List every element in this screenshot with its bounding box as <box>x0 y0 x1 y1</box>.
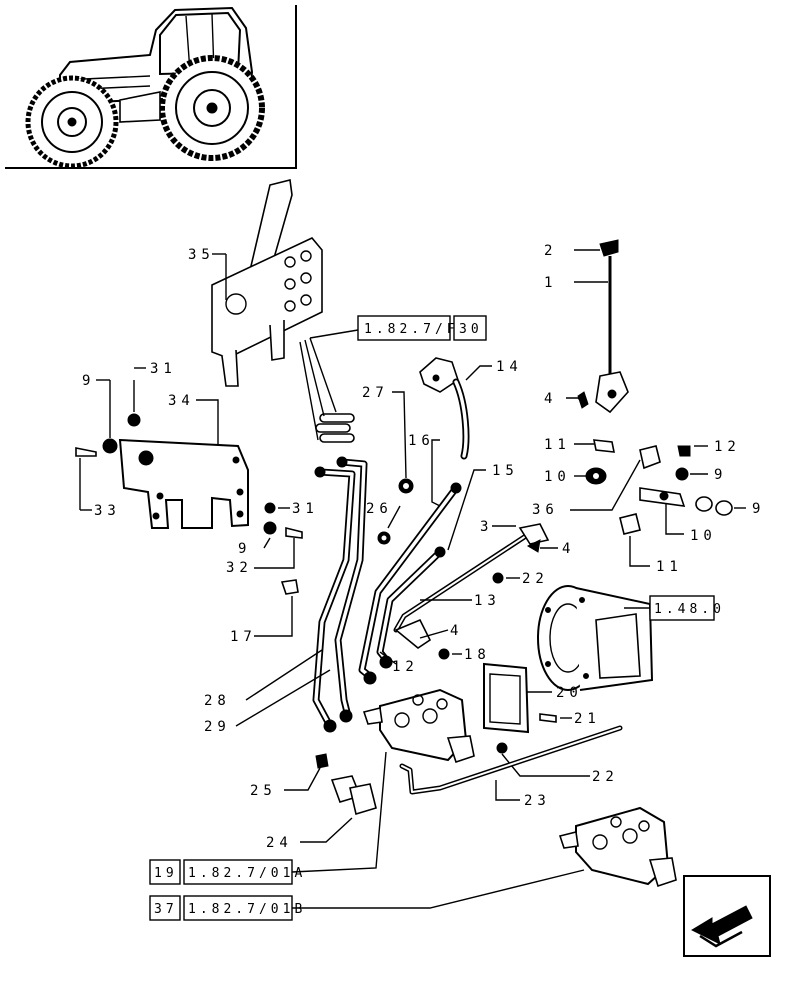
callout-labels: 2 1 4 11 10 36 12 9 9 10 11 14 27 16 15 … <box>82 243 765 809</box>
lever-plate-assembly <box>211 179 323 387</box>
spring-set <box>299 329 359 443</box>
callout-4b: 4 <box>562 541 575 557</box>
control-lever <box>595 239 629 414</box>
hydraulic-pipes <box>312 456 541 733</box>
callout-35: 35 <box>188 247 215 263</box>
callout-11: 11 <box>656 559 683 575</box>
back-arrow-icon[interactable] <box>683 875 771 957</box>
callout-5: 9 <box>752 501 765 517</box>
callout-1: 1 <box>544 275 557 291</box>
callout-6: 10 <box>544 469 571 485</box>
callout-10: 10 <box>690 528 717 544</box>
control-valve <box>362 688 475 764</box>
reference-01A[interactable]: 19 1.82.7/01A <box>149 859 306 885</box>
axle-housing <box>537 585 654 691</box>
tractor-thumbnail-icon <box>5 5 297 169</box>
callout-18: 18 <box>464 647 491 663</box>
svg-text:1.48.0: 1.48.0 <box>654 602 725 617</box>
callout-36: 36 <box>532 502 559 518</box>
callout-4c: 4 <box>450 623 463 639</box>
callout-31: 31 <box>150 361 177 377</box>
callout-21: 21 <box>574 711 601 727</box>
callout-34: 34 <box>168 393 195 409</box>
callout-24-label: 24 <box>266 835 293 851</box>
control-valve-alt <box>558 806 677 888</box>
callout-12: 12 <box>392 659 419 675</box>
callout-22b: 22 <box>592 769 619 785</box>
svg-text:30: 30 <box>459 322 483 337</box>
callout-27: 27 <box>362 385 389 401</box>
callout-25-label: 25 <box>250 783 277 799</box>
svg-text:1.82.7/01A: 1.82.7/01A <box>188 866 306 881</box>
svg-text:1.82.7/F: 1.82.7/F <box>364 322 459 337</box>
svg-text:1.82.7/01B: 1.82.7/01B <box>188 902 306 917</box>
callout-29-label: 29 <box>204 719 231 735</box>
callout-7: 11 <box>544 437 571 453</box>
callout-8: 12 <box>714 439 741 455</box>
reference-1480[interactable]: 1.48.0 <box>649 595 725 621</box>
callout-3: 3 <box>480 519 493 535</box>
callout-16: 16 <box>408 433 435 449</box>
callout-22: 22 <box>522 571 549 587</box>
callout-28-label: 28 <box>204 693 231 709</box>
callout-23: 23 <box>524 793 551 809</box>
callout-17-label: 17 <box>230 629 257 645</box>
bracket-plate <box>118 438 249 529</box>
callout-26: 26 <box>366 501 393 517</box>
callout-31c: 31 <box>292 501 319 517</box>
callout-9a: 9 <box>82 373 95 389</box>
callout-20: 20 <box>556 685 583 701</box>
callout-4: 4 <box>544 391 557 407</box>
callout-15: 15 <box>492 463 519 479</box>
switch-unit <box>419 357 492 460</box>
callout-2: 2 <box>544 243 557 259</box>
callout-33: 33 <box>94 503 121 519</box>
reference-01B[interactable]: 37 1.82.7/01B <box>149 895 306 921</box>
callout-14: 14 <box>496 359 523 375</box>
callout-9d: 9 <box>238 541 251 557</box>
svg-text:37: 37 <box>154 902 178 917</box>
reference-1827F[interactable]: 1.82.7/F 30 <box>357 315 487 341</box>
callout-13: 13 <box>474 593 501 609</box>
callout-9: 9 <box>714 467 727 483</box>
svg-text:19: 19 <box>154 866 178 881</box>
